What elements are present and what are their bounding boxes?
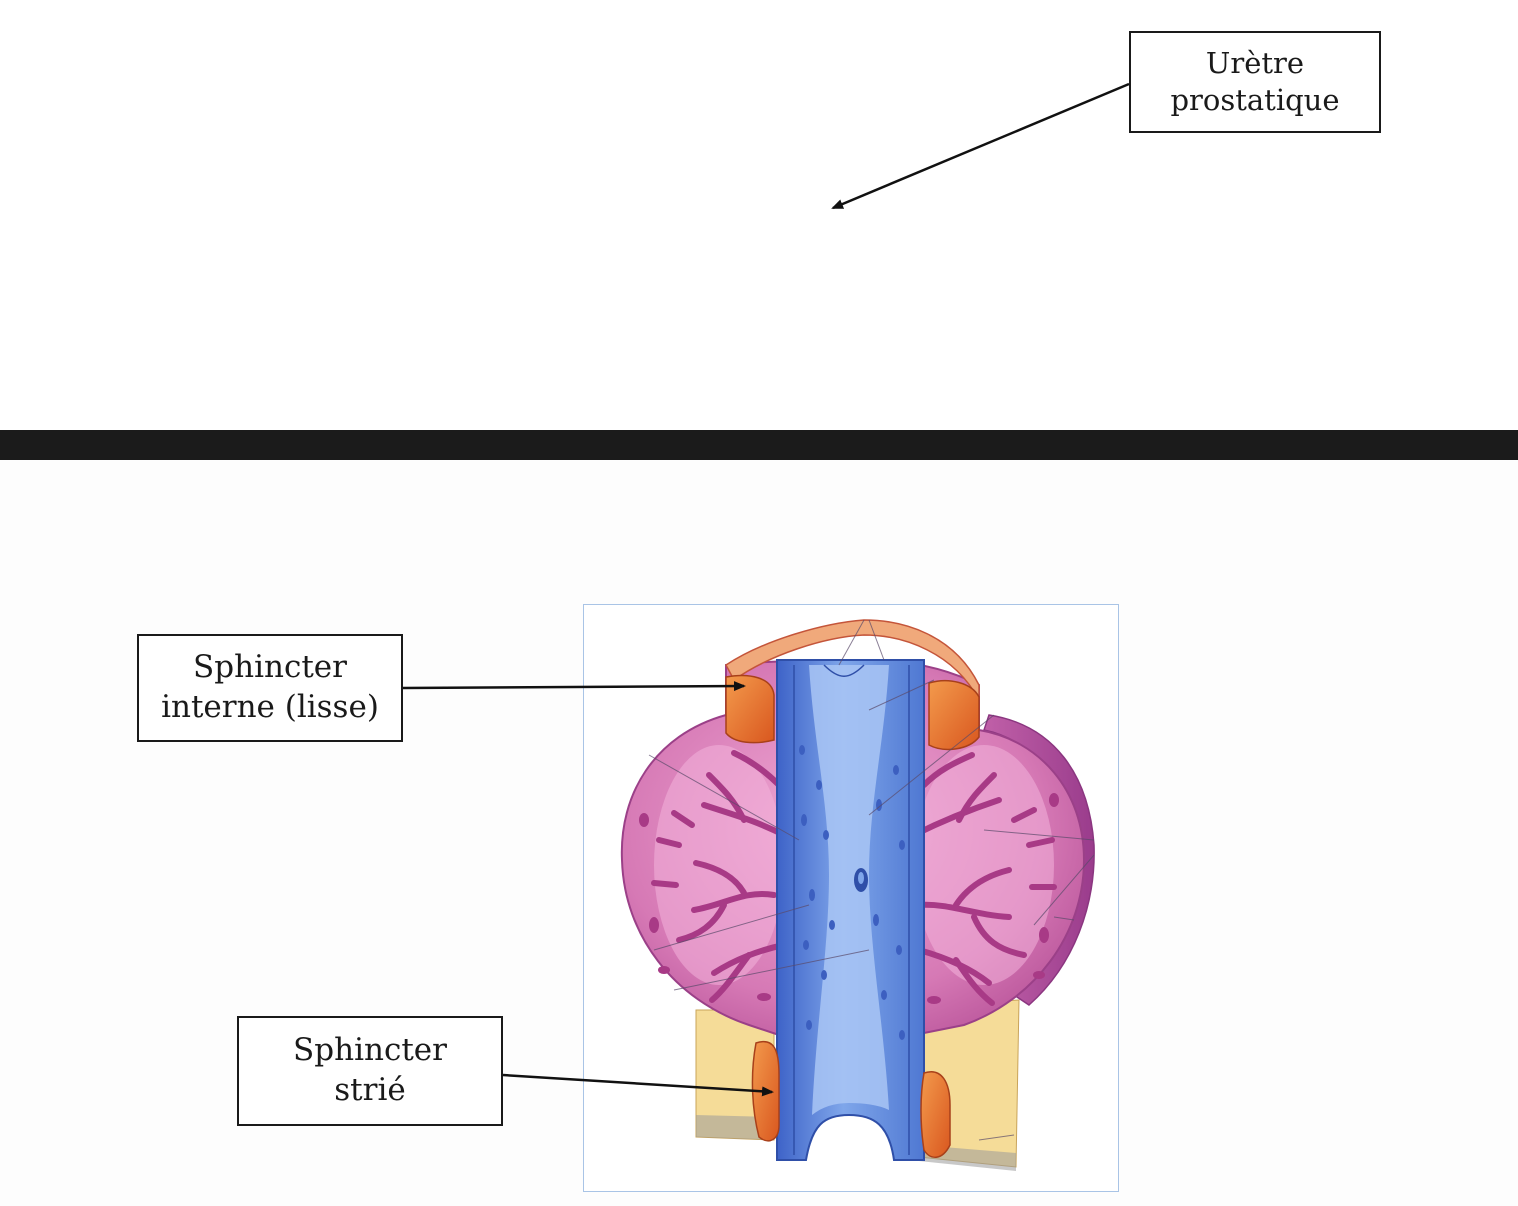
tissue-zone-left — [654, 745, 784, 985]
sphincter-internal — [725, 674, 980, 751]
tissue-dots — [639, 793, 1059, 1004]
urethra — [776, 659, 925, 1161]
ductal-openings — [799, 745, 905, 1040]
label-uretre-line-1: Urètre — [1205, 45, 1305, 80]
label-uretre-prostatique: Urètre prostatique — [1129, 31, 1381, 133]
prostate-figure — [583, 604, 1119, 1192]
prostate-illustration — [620, 619, 1095, 1171]
tissue-zone-right — [914, 745, 1054, 985]
label-sphincter-strie-line-2: strié — [334, 1072, 406, 1108]
label-sphincter-interne: Sphincter interne (lisse) — [137, 634, 403, 742]
figure-leader-lines — [648, 619, 1095, 1141]
label-sphincter-interne-line-2: interne (lisse) — [161, 689, 379, 725]
divider-bar — [0, 430, 1518, 460]
label-sphincter-strie-line-1: Sphincter — [293, 1032, 447, 1069]
label-uretre-line-2: prostatique — [1170, 83, 1340, 117]
urethra-top-rim — [725, 619, 980, 701]
glands-right — [911, 752, 1057, 1006]
label-sphincter-interne-line-1: Sphincter — [193, 649, 347, 686]
glands-left — [651, 750, 787, 1003]
label-sphincter-strie: Sphincter strié — [237, 1016, 503, 1126]
